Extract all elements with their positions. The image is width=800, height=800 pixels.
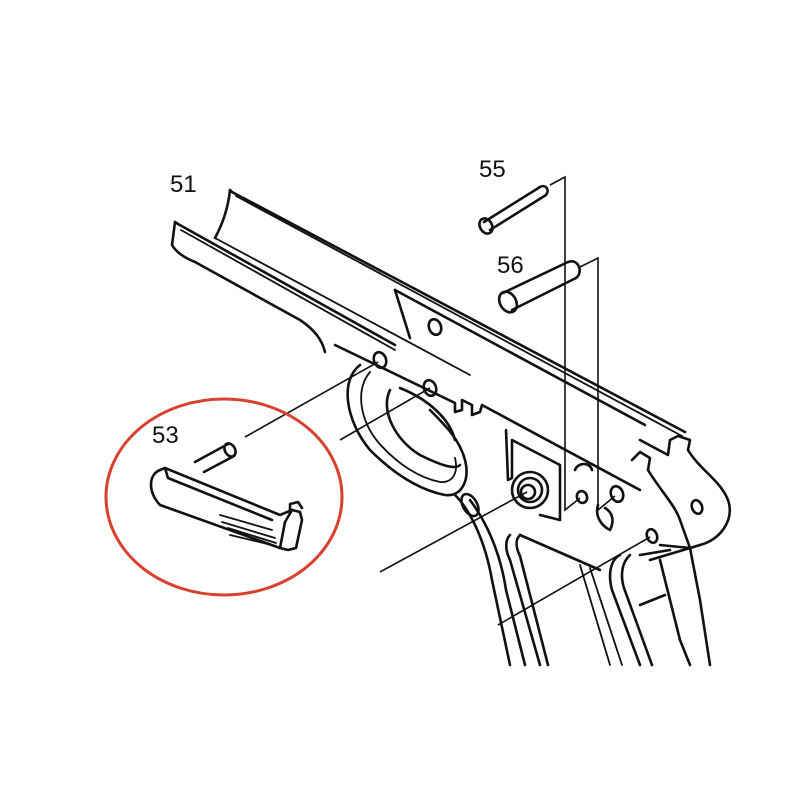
part-label-53: 53	[152, 422, 179, 449]
slide-stop-part-53	[149, 442, 304, 552]
frame-part-51	[170, 188, 731, 667]
part-label-51: 51	[170, 171, 197, 198]
highlight-circle	[104, 397, 344, 597]
pin-part-55	[478, 184, 549, 235]
part-label-55: 55	[479, 156, 506, 183]
part-label-56: 56	[497, 252, 524, 279]
leader-lines	[244, 175, 651, 626]
